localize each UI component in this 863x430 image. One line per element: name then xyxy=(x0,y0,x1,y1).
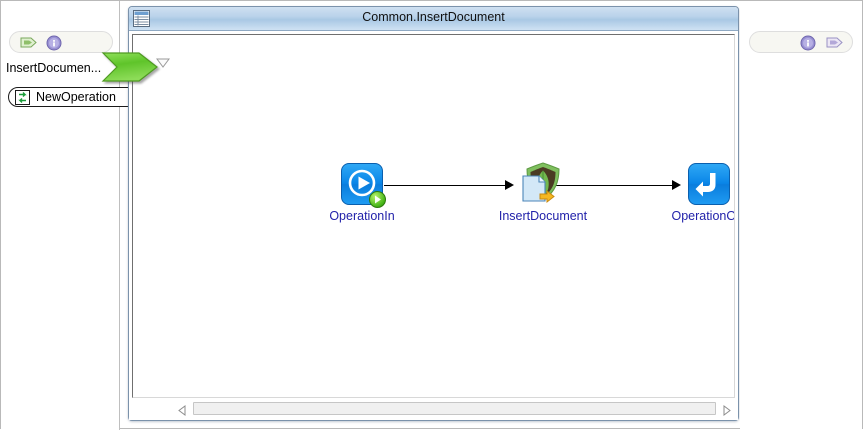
play-circle-icon xyxy=(341,163,386,208)
window-title: Common.InsertDocument xyxy=(362,10,505,24)
window-body: OperationIn xyxy=(129,31,738,420)
green-chevron-icon[interactable] xyxy=(101,51,159,83)
right-toolbar xyxy=(749,31,853,53)
diagram-node-operation-out[interactable]: OperationOut xyxy=(654,163,734,223)
diagram-node-operation-in[interactable]: OperationIn xyxy=(307,163,417,223)
diagram-node-insert-document[interactable]: InsertDocument xyxy=(488,162,598,223)
left-panel-title: InsertDocumen... xyxy=(6,61,102,75)
left-toolbar xyxy=(9,31,113,53)
table-grid-icon xyxy=(133,10,150,32)
connector-line-1 xyxy=(384,185,508,186)
triangle-left-icon[interactable] xyxy=(177,403,188,416)
flag-right-icon[interactable] xyxy=(826,36,844,54)
operation-row-newoperation[interactable]: NewOperation xyxy=(8,87,163,107)
horizontal-scrollbar[interactable] xyxy=(177,402,732,416)
triangle-down-icon[interactable] xyxy=(156,55,170,73)
diagram-canvas[interactable]: OperationIn xyxy=(132,34,735,398)
info-icon[interactable] xyxy=(800,35,816,56)
return-arrow-icon xyxy=(688,163,730,205)
status-badge-green xyxy=(369,191,386,208)
diagram-node-label: OperationOut xyxy=(671,209,734,223)
connector-line-2 xyxy=(551,185,675,186)
connector-arrowhead-2 xyxy=(672,180,681,190)
mongodb-leaf-document-icon xyxy=(522,162,564,205)
scrollbar-track[interactable] xyxy=(193,402,716,415)
right-panel xyxy=(740,1,862,430)
info-icon[interactable] xyxy=(46,35,62,56)
document-window: Common.InsertDocument xyxy=(128,6,739,421)
window-titlebar[interactable]: Common.InsertDocument xyxy=(129,7,738,31)
left-panel: InsertDocumen... xyxy=(1,1,120,430)
diagram-node-label: OperationIn xyxy=(329,209,395,223)
diagram-node-label: InsertDocument xyxy=(498,209,588,223)
sync-arrows-icon xyxy=(15,90,30,110)
triangle-right-icon[interactable] xyxy=(721,403,732,416)
operation-row-label: NewOperation xyxy=(36,90,116,104)
connector-arrowhead-1 xyxy=(505,180,514,190)
flag-left-icon[interactable] xyxy=(20,36,38,54)
